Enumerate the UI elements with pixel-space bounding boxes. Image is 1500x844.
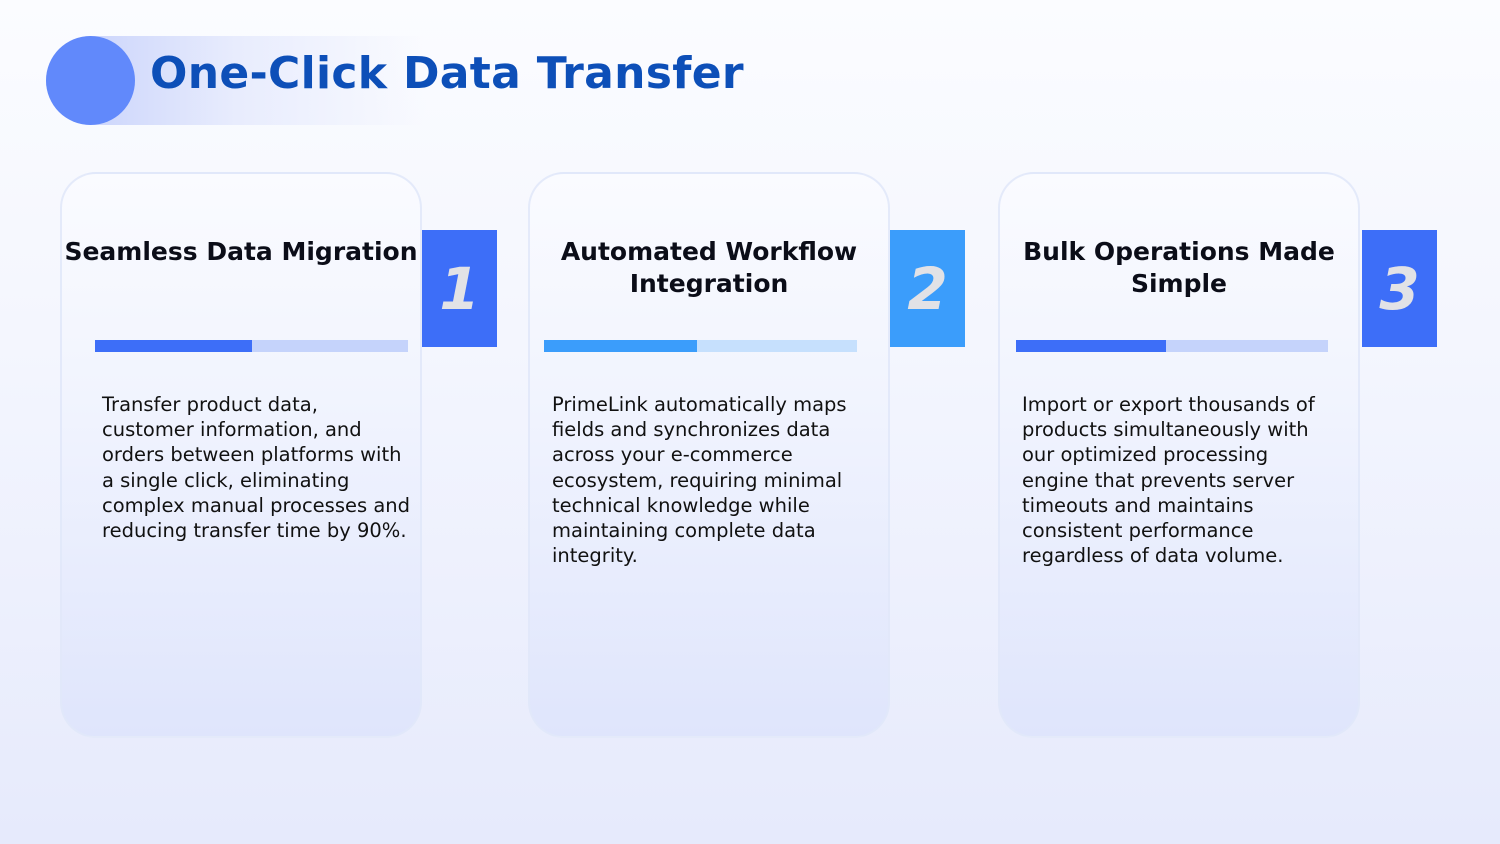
card-body: Import or export thousands of products s… [1022, 393, 1315, 568]
page-title: One-Click Data Transfer [150, 48, 744, 99]
feature-card-2: Automated Workflow Integration PrimeLink… [528, 172, 890, 738]
card-title: Seamless Data Migration [64, 237, 418, 266]
step-number-badge: 2 [890, 230, 965, 347]
progress-bar [544, 340, 857, 352]
card-body: Transfer product data, customer informat… [102, 393, 411, 543]
progress-fill [95, 340, 252, 352]
card-body: PrimeLink automatically maps fields and … [552, 393, 847, 568]
feature-card-1: Seamless Data Migration Transfer product… [60, 172, 422, 738]
progress-bar [1016, 340, 1328, 352]
step-number-badge: 3 [1362, 230, 1437, 347]
progress-fill [544, 340, 698, 352]
card-title: Bulk Operations Made Simple [1023, 237, 1335, 298]
progress-bar [95, 340, 408, 352]
title-circle-decoration [46, 36, 135, 125]
feature-card-3: Bulk Operations Made Simple Import or ex… [998, 172, 1360, 738]
progress-fill [1016, 340, 1166, 352]
step-number-badge: 1 [422, 230, 497, 347]
card-title: Automated Workflow Integration [560, 237, 858, 298]
